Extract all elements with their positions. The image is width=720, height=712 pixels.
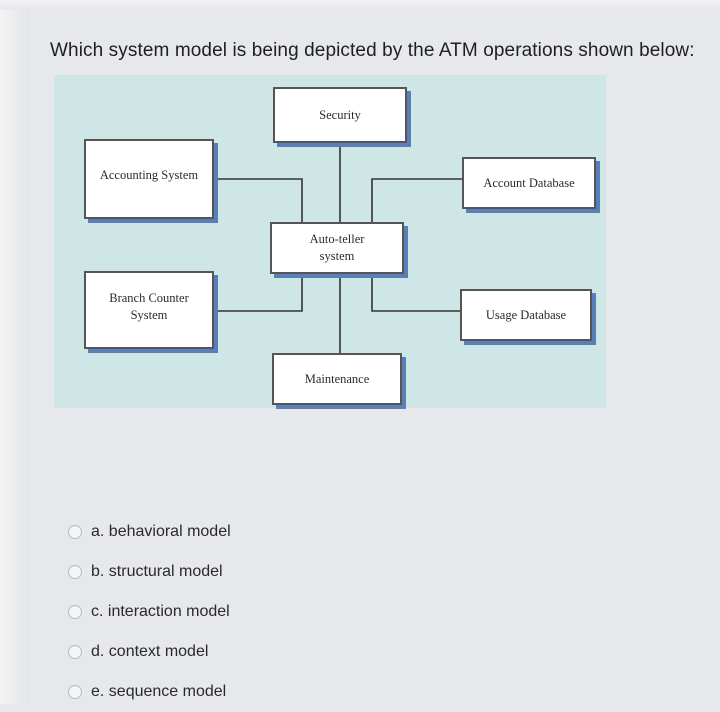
node-account-database: Account Database xyxy=(462,157,596,209)
radio-button-d[interactable] xyxy=(68,645,82,659)
node-maintenance-label: Maintenance xyxy=(304,371,370,386)
radio-button-e[interactable] xyxy=(68,685,82,699)
node-usage-database: Usage Database xyxy=(460,289,592,341)
node-branch-counter-system-label: Branch Counter System xyxy=(109,291,189,322)
node-security: Security xyxy=(273,87,407,143)
option-e-label[interactable]: e. sequence model xyxy=(91,683,227,700)
page-edge xyxy=(0,0,30,704)
radio-button-b[interactable] xyxy=(68,565,82,579)
node-auto-teller-system-label: Auto-teller system xyxy=(309,232,365,263)
option-d[interactable]: d. context model xyxy=(68,632,231,672)
node-account-database-label: Account Database xyxy=(483,175,575,190)
connector-accounting xyxy=(214,178,303,222)
node-accounting-system: Accounting System xyxy=(84,139,214,219)
radio-button-c[interactable] xyxy=(68,605,82,619)
diagram-connectors xyxy=(214,143,462,353)
option-c-label[interactable]: c. interaction model xyxy=(91,603,230,620)
connector-branch xyxy=(214,274,303,312)
node-accounting-system-label: Accounting System xyxy=(99,168,199,182)
option-e[interactable]: e. sequence model xyxy=(68,672,231,712)
connector-usage-database xyxy=(371,274,460,312)
connector-account-database xyxy=(371,178,462,222)
option-b-label[interactable]: b. structural model xyxy=(91,563,223,580)
radio-button-a[interactable] xyxy=(68,525,82,539)
option-a[interactable]: a. behavioral model xyxy=(68,512,231,552)
node-security-label: Security xyxy=(319,107,361,122)
option-b[interactable]: b. structural model xyxy=(68,552,231,592)
atm-context-diagram: Security Accounting System Account Datab… xyxy=(54,75,606,408)
option-c[interactable]: c. interaction model xyxy=(68,592,231,632)
question-text: Which system model is being depicted by … xyxy=(50,40,695,61)
node-auto-teller-system: Auto-teller system xyxy=(270,222,404,274)
node-branch-counter-system: Branch Counter System xyxy=(84,271,214,349)
page-edge-top xyxy=(0,0,720,10)
option-d-label[interactable]: d. context model xyxy=(91,643,209,660)
node-maintenance: Maintenance xyxy=(272,353,402,405)
node-usage-database-label: Usage Database xyxy=(485,307,567,322)
option-a-label[interactable]: a. behavioral model xyxy=(91,523,231,540)
answer-options: a. behavioral model b. structural model … xyxy=(68,512,231,712)
